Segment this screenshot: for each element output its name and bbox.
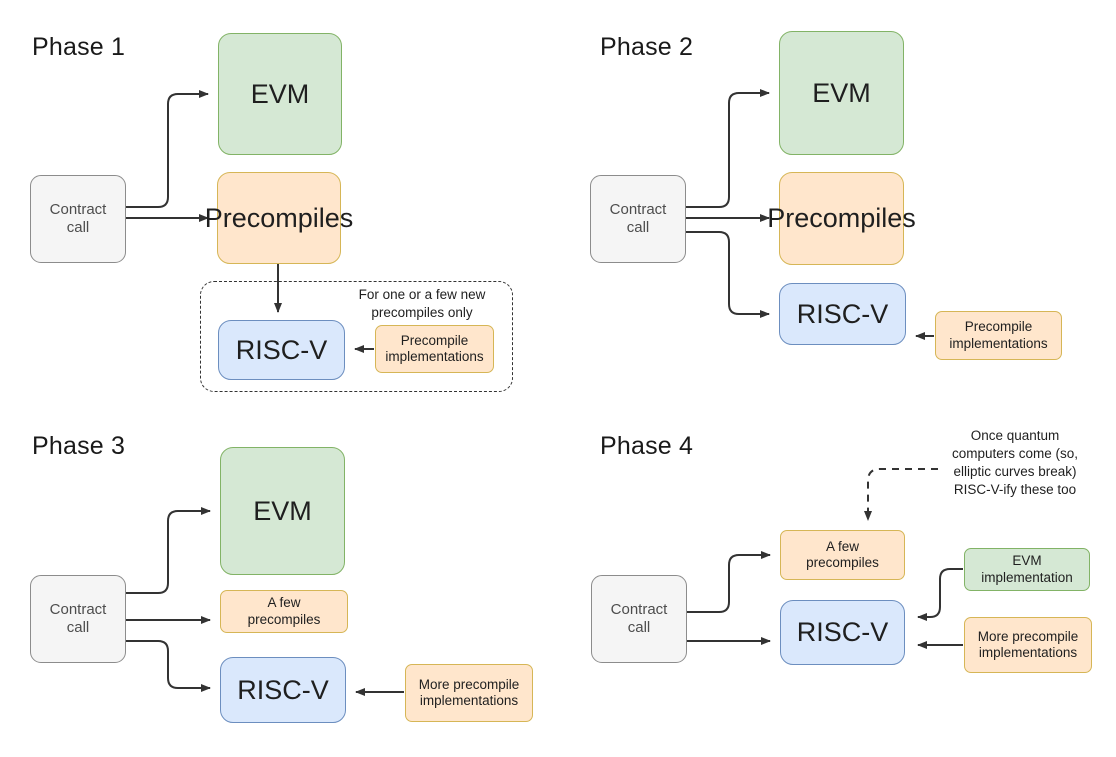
arrow-contract-to-riscv [686, 231, 770, 318]
phase3-more-precompile-implementations-node[interactable]: More precompile implementations [405, 664, 533, 722]
phase4-note-line2: computers come (so, [951, 445, 1079, 461]
phase4-evm-impl-line1: EVM [1012, 553, 1042, 569]
phase1-contract-call-node[interactable]: Contract call [30, 175, 126, 263]
phase3-connectors [126, 507, 404, 696]
phase4-title: Phase 4 [600, 432, 694, 460]
phase1-note-line1: For one or a few new [358, 287, 486, 302]
phase3-a-few-precompiles-node[interactable]: A few precompiles [220, 590, 348, 633]
phase2-precompile-impl-line1: Precompile [964, 319, 1033, 335]
phase2-evm-label: EVM [812, 77, 871, 108]
phase2-precompiles-node[interactable]: Precompiles [767, 172, 916, 265]
arrow-contract-to-evm [686, 89, 770, 208]
phase3-evm-node[interactable]: EVM [220, 447, 345, 575]
phase3-riscv-node[interactable]: RISC-V [220, 657, 346, 723]
phase3-title: Phase 3 [32, 432, 126, 460]
phase3-evm-label: EVM [253, 495, 312, 526]
phase1-contract-call-line1: Contract [49, 200, 107, 218]
phase1-evm-node[interactable]: EVM [218, 33, 342, 155]
phase4-note-line1: Once quantum [970, 428, 1060, 443]
phase4-contract-call-line2: call [627, 619, 651, 636]
arrow-contract-to-evm [126, 507, 211, 594]
phase2-evm-node[interactable]: EVM [779, 31, 904, 155]
phase4-evm-implementation-node[interactable]: EVM implementation [964, 548, 1090, 591]
phase2-precompile-impl-line2: implementations [949, 335, 1048, 351]
phase1-precompile-impl-line1: Precompile [400, 332, 469, 348]
arrow-contract-to-evm [125, 90, 209, 208]
arrow-contract-to-riscv [126, 640, 211, 692]
phase3-contract-call-line1: Contract [49, 600, 107, 618]
phase4-riscv-label: RISC-V [796, 617, 889, 648]
phase3-a-few-line1: A few [267, 595, 301, 611]
phase1-dashed-group [200, 281, 513, 392]
phase4-more-impl-line2: implementations [978, 645, 1078, 660]
phase4-more-precompile-implementations-node[interactable]: More precompile implementations [964, 617, 1092, 673]
phase1-contract-call-line2: call [66, 219, 90, 236]
phase2-precompile-implementations-node[interactable]: Precompile implementations [935, 311, 1062, 360]
phase3-contract-call-node[interactable]: Contract call [30, 575, 126, 663]
arrow-evmimpl-to-riscv [917, 568, 963, 621]
phase1-precompiles-label: Precompiles [204, 202, 354, 233]
phase2-contract-call-line1: Contract [609, 200, 667, 218]
phase2-precompiles-label: Precompiles [767, 203, 916, 234]
phase1-note-line2: precompiles only [371, 304, 473, 320]
phase4-riscv-node[interactable]: RISC-V [780, 600, 905, 665]
phase4-a-few-line1: A few [825, 538, 860, 554]
phase2-contract-call-line2: call [626, 219, 650, 236]
phase4-more-impl-line1: More precompile [977, 628, 1079, 644]
phase2-riscv-node[interactable]: RISC-V [779, 283, 906, 345]
phase4-evm-impl-line2: implementation [981, 569, 1073, 585]
phase4-note-line3: elliptic curves break) [953, 463, 1077, 479]
phase1-precompile-impl-line2: implementations [385, 349, 484, 364]
arrow-quantumnote-to-afewprecompiles [864, 468, 938, 521]
phase3-a-few-line2: precompiles [247, 611, 321, 627]
phase3-riscv-label: RISC-V [237, 674, 329, 705]
phase1-precompiles-node[interactable]: Precompiles [205, 172, 353, 264]
phase2-contract-call-node[interactable]: Contract call [590, 175, 686, 263]
phase1-title: Phase 1 [32, 33, 126, 61]
phase1-riscv-label: RISC-V [235, 334, 328, 365]
phase1-evm-label: EVM [250, 78, 310, 109]
phase4-contract-call-line1: Contract [610, 600, 668, 618]
phase3-contract-call-line2: call [66, 619, 90, 636]
phase4-a-few-precompiles-node[interactable]: A few precompiles [780, 530, 905, 580]
phase4-a-few-line2: precompiles [806, 555, 879, 570]
phase3-more-impl-line1: More precompile [418, 676, 520, 692]
arrow-contract-to-afewprecompiles [687, 551, 771, 613]
phase4-connectors [687, 468, 963, 649]
phase1-connectors [125, 90, 374, 353]
phase4-quantum-note: Once quantum computers come (so, ellipti… [935, 427, 1095, 499]
phase3-more-impl-line2: implementations [419, 693, 519, 708]
phase1-precompile-implementations-node[interactable]: Precompile implementations [375, 325, 494, 373]
phase1-riscv-node[interactable]: RISC-V [218, 320, 345, 380]
phase2-riscv-label: RISC-V [796, 298, 889, 329]
phase4-contract-call-node[interactable]: Contract call [591, 575, 687, 663]
phase2-connectors [686, 89, 934, 340]
phase4-note-line4: RISC-V-ify these too [953, 481, 1077, 497]
phase1-note: For one or a few new precompiles only [341, 286, 503, 322]
phase2-title: Phase 2 [600, 33, 694, 61]
